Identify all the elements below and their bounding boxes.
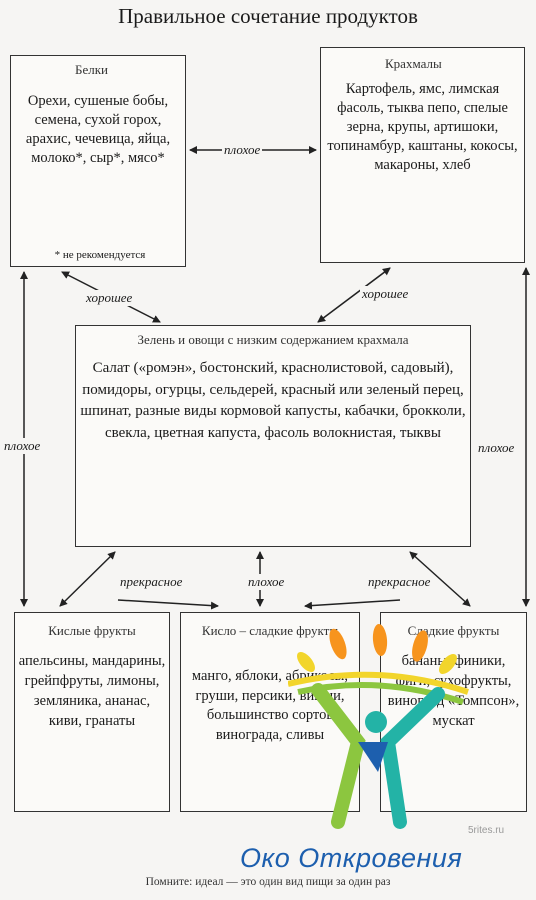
arrow-sweet-semi [304,599,401,610]
brand-watermark: Око Откровения [240,843,463,873]
label-veg-sweet: прекрасное [366,574,433,590]
label-veg-acid: прекрасное [118,574,185,590]
starches-title: Крахмалы [385,56,442,71]
arrow-starches-veg [317,267,391,323]
label-right-side: плохое [476,440,517,456]
starches-items: Картофель, ямс, лимская фасоль, тыква пе… [327,81,518,173]
starches-box: Крахмалы Картофель, ямс, лимская фасоль,… [320,47,525,263]
label-proteins-veg: хорошее [84,290,135,306]
logo-figure-icon [288,624,469,829]
vegetables-title: Зелень и овощи с низким содержанием крах… [137,332,409,347]
proteins-title: Белки [75,62,108,77]
page-title: Правильное сочетание продуктов [118,4,418,28]
label-starches-veg: хорошее [360,286,411,302]
footer-note: Помните: идеал — это один вид пищи за од… [145,876,391,888]
label-proteins-starches: плохое [222,142,263,158]
sweet-fruits-items: бананы, финики, фиги, сухофрукты, виногр… [387,653,520,729]
label-left-side: плохое [2,438,43,454]
acid-fruits-items: апельсины, мандарины, грейпфруты, лимоны… [18,653,166,729]
acid-fruits-title: Кислые фрукты [48,623,136,638]
proteins-box: Белки Орехи, сушеные бобы, семена, сухой… [10,55,186,267]
sweet-fruits-title: Сладкие фрукты [407,623,500,638]
vegetables-box: Зелень и овощи с низким содержанием крах… [75,325,471,547]
arrow-acid-semi [117,599,219,610]
label-veg-semi: плохое [246,574,287,590]
arrow-veg-acid [59,551,116,607]
semi-acid-fruits-title: Кисло – сладкие фрукты [201,623,339,638]
arrow-veg-sweet [409,551,471,607]
vegetables-items: Салат («ромэн», бостонский, краснолистов… [80,360,466,441]
acid-fruits-box: Кислые фрукты апельсины, мандарины, грей… [14,612,170,812]
proteins-items: Орехи, сушеные бобы, семена, сухой горох… [25,93,171,166]
sweet-fruits-box: Сладкие фрукты бананы, финики, фиги, сух… [380,612,527,812]
site-watermark: 5rites.ru [468,825,505,836]
proteins-note: * не рекомендуется [54,249,146,261]
